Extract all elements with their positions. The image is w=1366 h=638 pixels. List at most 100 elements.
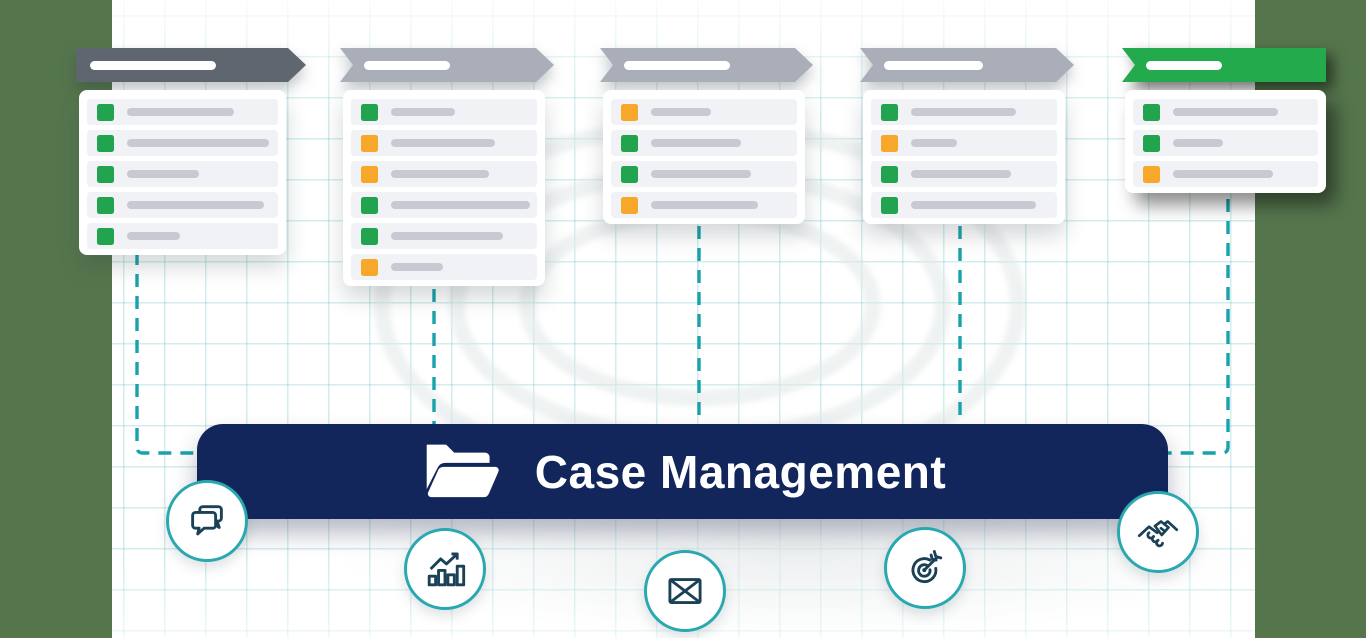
- stage-header-label-placeholder: [90, 61, 216, 70]
- status-pending-checkbox: [881, 134, 898, 152]
- watermark-ring: [519, 204, 881, 406]
- stage-header-ribbon: [600, 48, 813, 82]
- stage-card-2: [340, 48, 554, 286]
- task-text-placeholder: [651, 139, 741, 147]
- status-complete-checkbox: [621, 165, 638, 183]
- chat-icon: [191, 505, 223, 536]
- task-row: [351, 99, 537, 125]
- chat-icon-circle: [166, 480, 248, 562]
- task-list-card: [343, 90, 545, 286]
- task-text-placeholder: [391, 201, 530, 209]
- stage-card-5: [1122, 48, 1326, 193]
- status-complete-checkbox: [361, 103, 378, 121]
- task-row: [871, 161, 1057, 187]
- task-row: [871, 99, 1057, 125]
- task-text-placeholder: [911, 170, 1011, 178]
- status-complete-checkbox: [881, 196, 898, 214]
- banner-title: Case Management: [534, 445, 947, 498]
- task-row: [351, 223, 537, 249]
- task-row: [611, 130, 797, 156]
- task-list-card: [79, 90, 286, 255]
- task-text-placeholder: [127, 139, 269, 147]
- status-pending-checkbox: [361, 165, 378, 183]
- status-complete-checkbox: [1143, 134, 1160, 152]
- task-row: [87, 99, 278, 125]
- task-text-placeholder: [911, 139, 957, 147]
- status-pending-checkbox: [1143, 165, 1160, 183]
- open-folder-icon: [426, 444, 499, 497]
- status-complete-checkbox: [97, 196, 114, 214]
- stage-header-label-placeholder: [884, 61, 983, 70]
- task-row: [611, 192, 797, 218]
- stage-header-label-placeholder: [364, 61, 450, 70]
- growth-chart-icon-circle: [404, 528, 486, 610]
- growth-chart-icon: [427, 552, 466, 587]
- status-complete-checkbox: [1143, 103, 1160, 121]
- task-row: [351, 192, 537, 218]
- case-management-banner: Case Management: [197, 424, 1168, 519]
- envelope-icon: [668, 578, 702, 604]
- task-row: [351, 254, 537, 280]
- stage-card-4: [860, 48, 1074, 224]
- task-text-placeholder: [651, 201, 758, 209]
- task-list-card: [603, 90, 805, 224]
- task-row: [871, 130, 1057, 156]
- handshake-icon-circle: [1117, 491, 1199, 573]
- task-row: [351, 130, 537, 156]
- target-icon-circle: [884, 527, 966, 609]
- status-complete-checkbox: [881, 103, 898, 121]
- task-text-placeholder: [1173, 170, 1273, 178]
- stage-header-ribbon: [340, 48, 554, 82]
- handshake-icon: [1137, 520, 1179, 548]
- stage-card-1: [76, 48, 306, 255]
- task-text-placeholder: [911, 201, 1036, 209]
- stage-header-ribbon: [860, 48, 1074, 82]
- task-row: [1133, 130, 1318, 156]
- task-text-placeholder: [391, 108, 455, 116]
- task-text-placeholder: [1173, 108, 1278, 116]
- status-complete-checkbox: [621, 134, 638, 152]
- status-complete-checkbox: [97, 227, 114, 245]
- stage-card-3: [600, 48, 813, 224]
- task-row: [1133, 161, 1318, 187]
- task-text-placeholder: [127, 108, 234, 116]
- task-text-placeholder: [391, 232, 503, 240]
- task-row: [87, 130, 278, 156]
- target-icon: [911, 550, 943, 584]
- task-text-placeholder: [391, 263, 443, 271]
- task-text-placeholder: [651, 170, 751, 178]
- task-row: [87, 223, 278, 249]
- status-pending-checkbox: [361, 258, 378, 276]
- status-pending-checkbox: [361, 134, 378, 152]
- status-complete-checkbox: [97, 134, 114, 152]
- task-text-placeholder: [127, 232, 180, 240]
- task-text-placeholder: [1173, 139, 1223, 147]
- task-row: [87, 161, 278, 187]
- task-text-placeholder: [127, 201, 264, 209]
- task-row: [611, 161, 797, 187]
- stage-header-ribbon: [76, 48, 306, 82]
- status-complete-checkbox: [97, 103, 114, 121]
- status-complete-checkbox: [881, 165, 898, 183]
- task-row: [351, 161, 537, 187]
- task-row: [87, 192, 278, 218]
- stage-header-label-placeholder: [624, 61, 730, 70]
- task-text-placeholder: [911, 108, 1016, 116]
- stage-header-label-placeholder: [1146, 61, 1222, 70]
- task-text-placeholder: [651, 108, 711, 116]
- status-complete-checkbox: [361, 196, 378, 214]
- task-row: [611, 99, 797, 125]
- status-complete-checkbox: [97, 165, 114, 183]
- task-text-placeholder: [391, 139, 495, 147]
- status-pending-checkbox: [621, 196, 638, 214]
- task-row: [871, 192, 1057, 218]
- status-complete-checkbox: [361, 227, 378, 245]
- task-row: [1133, 99, 1318, 125]
- status-pending-checkbox: [621, 103, 638, 121]
- task-text-placeholder: [391, 170, 489, 178]
- stage-header-ribbon: [1122, 48, 1326, 82]
- task-list-card: [1125, 90, 1326, 193]
- task-text-placeholder: [127, 170, 199, 178]
- task-list-card: [863, 90, 1065, 224]
